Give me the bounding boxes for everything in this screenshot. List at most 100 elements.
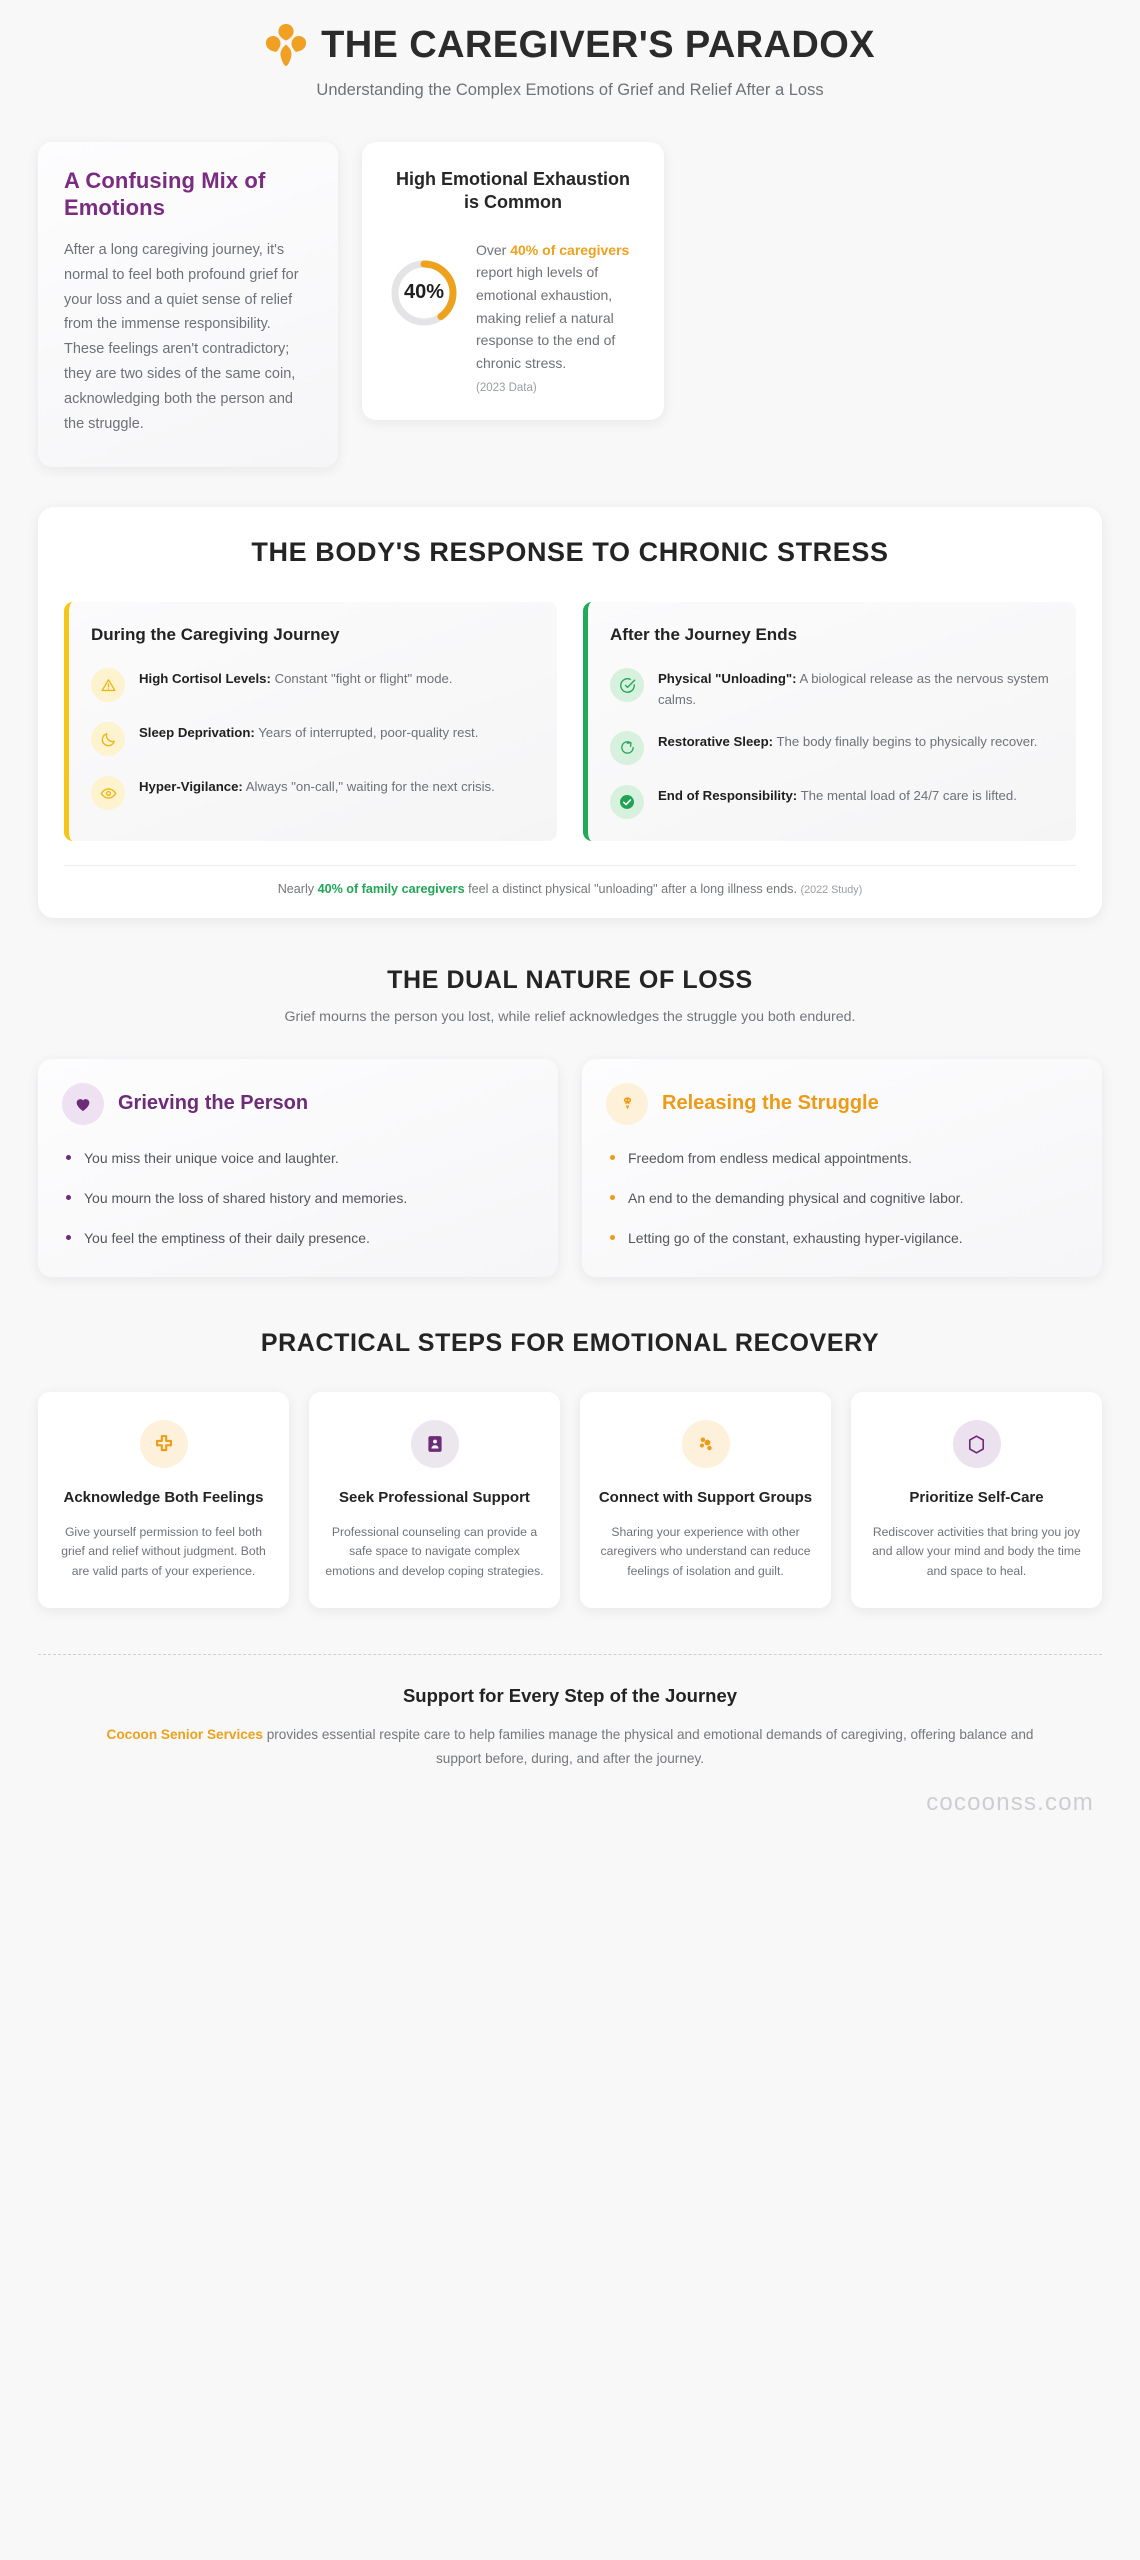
grieving-person-card: Grieving the Person You miss their uniqu… xyxy=(38,1058,558,1278)
footer-body-text: provides essential respite care to help … xyxy=(262,1726,1034,1767)
plus-cross-icon xyxy=(139,1420,188,1469)
step-card-title: Seek Professional Support xyxy=(339,1489,530,1507)
rotate-arrow-icon xyxy=(610,730,644,765)
step-card-title: Acknowledge Both Feelings xyxy=(63,1489,264,1507)
list-item: You mourn the loss of shared history and… xyxy=(62,1187,534,1209)
list-item: Physical "Unloading": A biological relea… xyxy=(610,668,1056,711)
step-card-support-groups: Connect with Support Groups Sharing your… xyxy=(580,1392,831,1608)
footnote-post: feel a distinct physical "unloading" aft… xyxy=(464,881,801,896)
step-card-title: Prioritize Self-Care xyxy=(909,1489,1044,1507)
footnote-source: (2022 Study) xyxy=(800,883,863,896)
stat-text-lead: Over xyxy=(476,241,511,258)
stress-panels-row: During the Caregiving Journey High Corti… xyxy=(64,602,1076,841)
list-item-label: Physical "Unloading": xyxy=(658,671,797,687)
list-item-label: Sleep Deprivation: xyxy=(139,725,255,741)
connected-dots-icon xyxy=(681,1420,730,1469)
releasing-struggle-card: Releasing the Struggle Freedom from endl… xyxy=(582,1058,1102,1278)
after-journey-title: After the Journey Ends xyxy=(610,625,798,645)
page-subtitle: Understanding the Complex Emotions of Gr… xyxy=(316,81,824,99)
grieving-card-header: Grieving the Person xyxy=(62,1082,534,1125)
title-row: THE CAREGIVER'S PARADOX xyxy=(40,22,1100,68)
list-item: Letting go of the constant, exhausting h… xyxy=(606,1227,1078,1249)
list-item-text: Sleep Deprivation: Years of interrupted,… xyxy=(139,722,478,744)
during-journey-panel: During the Caregiving Journey High Corti… xyxy=(64,602,557,841)
flower-petal-logo-icon xyxy=(265,22,307,68)
list-item-text: End of Responsibility: The mental load o… xyxy=(658,785,1017,807)
eye-icon xyxy=(91,776,125,811)
warning-triangle-icon xyxy=(91,668,125,703)
dual-cards-row: Grieving the Person You miss their uniqu… xyxy=(38,1058,1102,1278)
stress-response-section: THE BODY'S RESPONSE TO CHRONIC STRESS Du… xyxy=(38,507,1102,918)
step-card-desc: Rediscover activities that bring you joy… xyxy=(872,1524,1081,1579)
footer-watermark: cocoonss.com xyxy=(926,1789,1094,1817)
grieving-card-title: Grieving the Person xyxy=(118,1092,309,1115)
list-item: High Cortisol Levels: Constant "fight or… xyxy=(91,668,537,703)
check-circle-outline-icon xyxy=(610,668,644,703)
during-journey-list: High Cortisol Levels: Constant "fight or… xyxy=(91,668,537,811)
confusing-mix-body: After a long caregiving journey, it's no… xyxy=(64,241,299,433)
step-card-acknowledge: Acknowledge Both Feelings Give yourself … xyxy=(38,1392,289,1608)
list-item-label: End of Responsibility: xyxy=(658,787,798,803)
exhaustion-stat-text-wrap: Over 40% of caregivers report high level… xyxy=(476,239,638,394)
released-dove-icon xyxy=(606,1082,648,1125)
steps-section-heading: PRACTICAL STEPS FOR EMOTIONAL RECOVERY xyxy=(260,1329,880,1358)
page-footer: Support for Every Step of the Journey Co… xyxy=(0,1653,1140,1817)
practical-steps-section: PRACTICAL STEPS FOR EMOTIONAL RECOVERY A… xyxy=(0,1329,1140,1608)
stat-text-rest: report high levels of emotional exhausti… xyxy=(476,264,616,372)
list-item: You feel the emptiness of their daily pr… xyxy=(62,1227,534,1249)
list-item-desc: The body finally begins to physically re… xyxy=(773,733,1038,749)
list-item-desc: The mental load of 24/7 care is lifted. xyxy=(797,787,1017,803)
after-journey-list: Physical "Unloading": A biological relea… xyxy=(610,668,1056,819)
footnote-pre: Nearly xyxy=(277,881,318,896)
list-item-text: Hyper-Vigilance: Always "on-call," waiti… xyxy=(139,776,495,798)
page-header: THE CAREGIVER'S PARADOX Understanding th… xyxy=(0,0,1140,104)
list-item-text: Physical "Unloading": A biological relea… xyxy=(658,668,1056,711)
footer-paragraph: Cocoon Senior Services provides essentia… xyxy=(94,1723,1046,1771)
list-item: You miss their unique voice and laughter… xyxy=(62,1147,534,1169)
confusing-mix-title: A Confusing Mix of Emotions xyxy=(64,168,266,220)
footnote-highlight: 40% of family caregivers xyxy=(317,881,465,896)
step-card-professional: Seek Professional Support Professional c… xyxy=(309,1392,560,1608)
grieving-bullet-list: You miss their unique voice and laughter… xyxy=(62,1147,534,1249)
exhaustion-stat-body: 40% Over 40% of caregivers report high l… xyxy=(388,239,638,394)
intro-row: A Confusing Mix of Emotions After a long… xyxy=(0,104,1140,468)
list-item-label: Hyper-Vigilance: xyxy=(139,779,243,795)
moon-icon xyxy=(91,722,125,757)
list-item-desc: Always "on-call," waiting for the next c… xyxy=(242,779,495,795)
stress-section-heading: THE BODY'S RESPONSE TO CHRONIC STRESS xyxy=(251,537,889,568)
stat-text-highlight: 40% of caregivers xyxy=(510,241,630,258)
releasing-bullet-list: Freedom from endless medical appointment… xyxy=(606,1147,1078,1249)
after-journey-panel: After the Journey Ends Physical "Unloadi… xyxy=(583,602,1076,841)
list-item-label: Restorative Sleep: xyxy=(658,733,774,749)
releasing-card-header: Releasing the Struggle xyxy=(606,1082,1078,1125)
list-item-text: Restorative Sleep: The body finally begi… xyxy=(658,731,1037,753)
list-item-desc: Years of interrupted, poor-quality rest. xyxy=(254,725,479,741)
list-item: An end to the demanding physical and cog… xyxy=(606,1187,1078,1209)
list-item: Restorative Sleep: The body finally begi… xyxy=(610,730,1056,765)
list-item-desc: Constant "fight or flight" mode. xyxy=(270,671,453,687)
hexagon-outline-icon xyxy=(952,1420,1001,1469)
releasing-card-title: Releasing the Struggle xyxy=(662,1092,879,1115)
footer-brand-name: Cocoon Senior Services xyxy=(106,1726,263,1742)
heart-icon xyxy=(62,1082,104,1125)
confusing-mix-card: A Confusing Mix of Emotions After a long… xyxy=(38,142,338,468)
list-item: Freedom from endless medical appointment… xyxy=(606,1147,1078,1169)
list-item-label: High Cortisol Levels: xyxy=(139,671,271,687)
dual-section-heading: THE DUAL NATURE OF LOSS xyxy=(387,965,753,994)
person-card-icon xyxy=(410,1420,459,1469)
list-item: Sleep Deprivation: Years of interrupted,… xyxy=(91,722,537,757)
dual-nature-section: THE DUAL NATURE OF LOSS Grief mourns the… xyxy=(0,965,1140,1278)
exhaustion-stat-text: Over 40% of caregivers report high level… xyxy=(476,239,638,375)
exhaustion-donut-chart: 40% xyxy=(388,257,460,329)
list-item-text: High Cortisol Levels: Constant "fight or… xyxy=(139,668,453,690)
list-item-desc: A biological release as the nervous syst… xyxy=(658,671,1049,708)
step-card-title: Connect with Support Groups xyxy=(598,1489,813,1507)
footer-divider xyxy=(38,1653,1102,1655)
exhaustion-stat-title: High Emotional Exhaustion is Common xyxy=(395,169,630,213)
step-card-desc: Sharing your experience with other careg… xyxy=(600,1524,811,1579)
dual-section-subheading: Grief mourns the person you lost, while … xyxy=(284,1008,856,1025)
check-circle-filled-icon xyxy=(610,784,644,819)
exhaustion-stat-note: (2023 Data) xyxy=(476,381,537,394)
page-title: THE CAREGIVER'S PARADOX xyxy=(321,23,875,66)
